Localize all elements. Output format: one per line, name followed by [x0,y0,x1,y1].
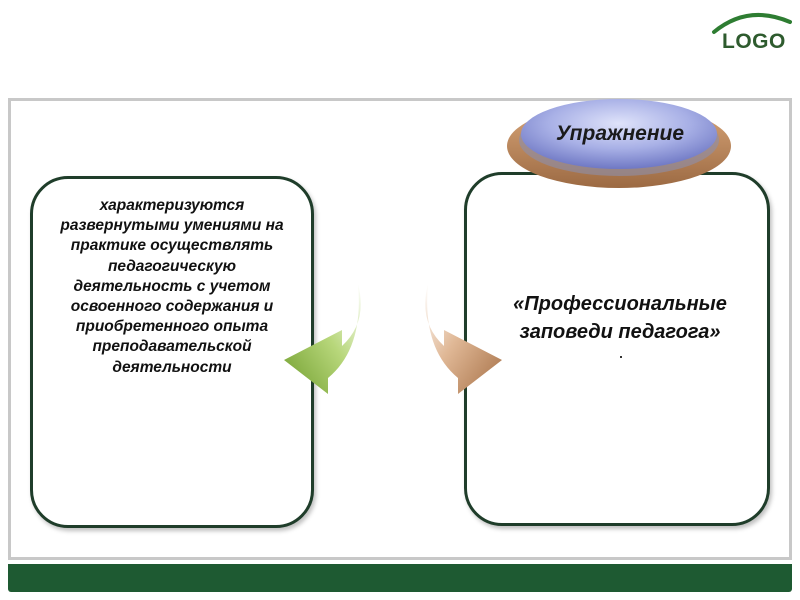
right-card-dot [620,356,622,358]
left-arrow-icon [284,284,361,394]
content-frame [8,98,792,560]
footer-bar [8,564,792,592]
right-card-text: «Профессиональные заповеди педагога» [513,293,727,343]
right-card [464,172,770,526]
left-card-text: характеризуются развернутыми умениями на… [60,197,284,376]
badge-disc [507,99,731,188]
logo: LOGO [708,8,792,60]
logo-swoosh-icon [712,12,792,34]
logo-text: LOGO [722,30,786,53]
badge-label: Упражнение [555,122,685,145]
right-arrow-icon [425,284,502,394]
left-card [30,176,314,528]
